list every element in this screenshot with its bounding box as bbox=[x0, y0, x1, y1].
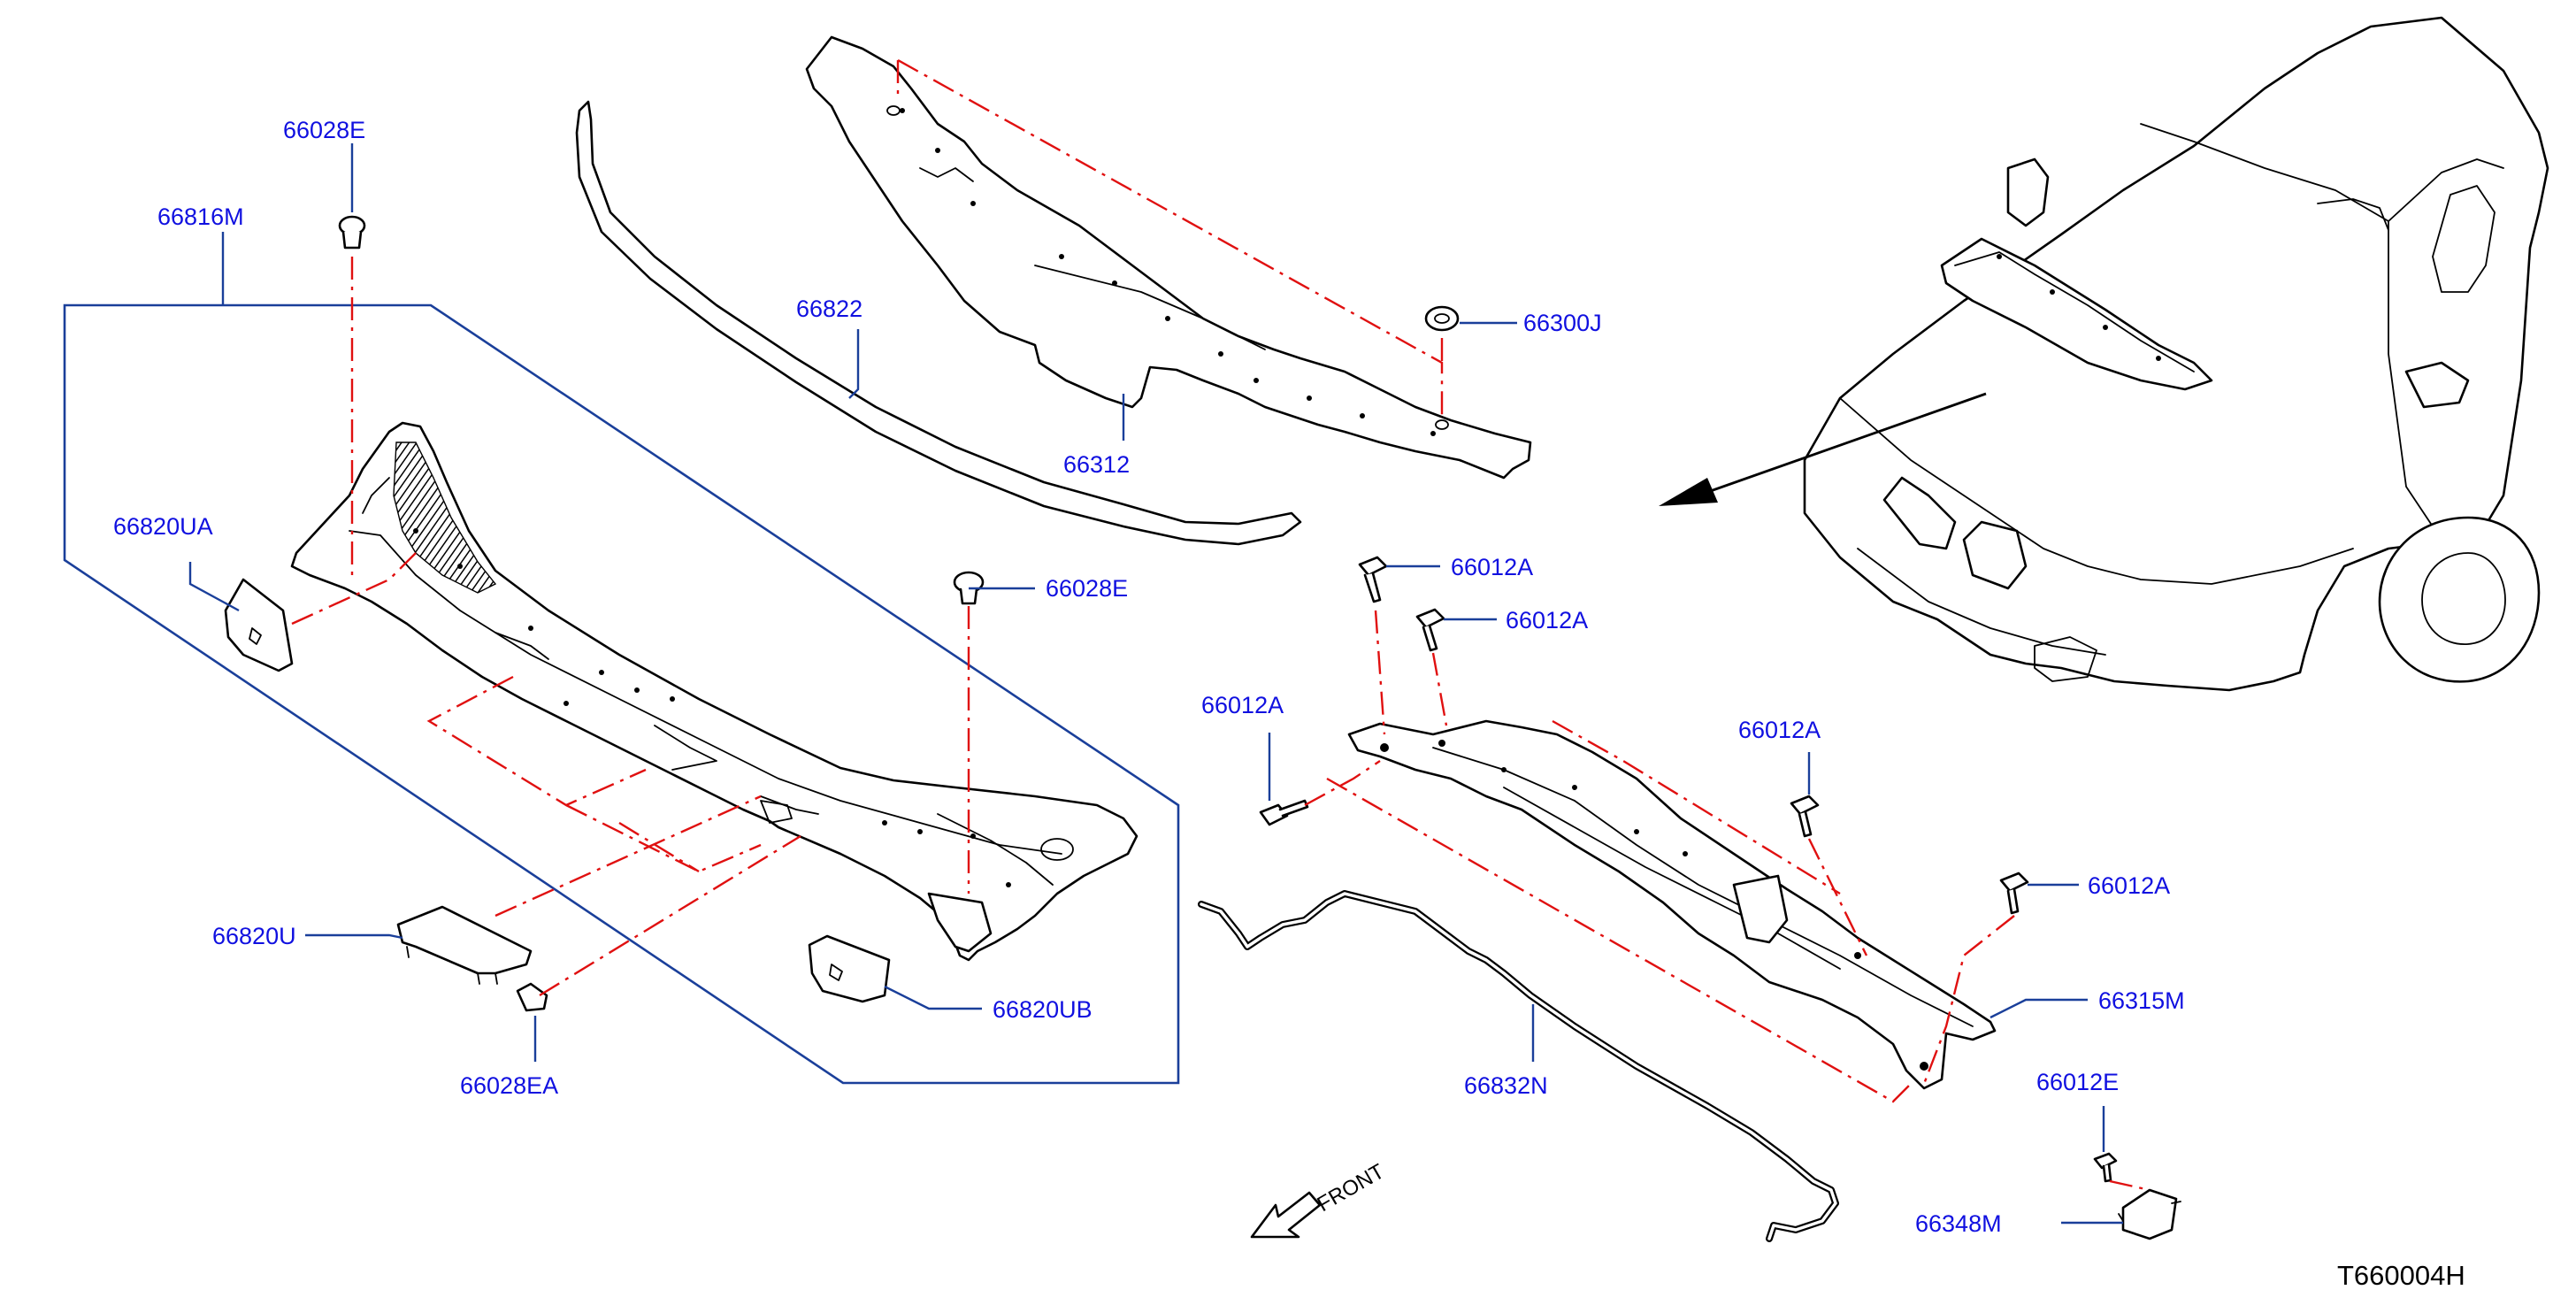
label-66028E-mid: 66028E bbox=[1046, 575, 1128, 602]
weather-strip-66822 bbox=[575, 100, 1302, 546]
bolt-66012A-2 bbox=[1415, 608, 1445, 652]
label-66348M: 66348M bbox=[1915, 1210, 2002, 1237]
cowl-bracket-66315M bbox=[1347, 719, 1997, 1090]
label-66012A-3: 66012A bbox=[1201, 692, 1284, 718]
diagram-reference-code: T660004H bbox=[2337, 1260, 2465, 1291]
bolt-66012A-4 bbox=[1790, 795, 1820, 838]
bolt-66012E bbox=[2093, 1152, 2118, 1183]
part-labels: 66028E 66816M 66822 66312 66300J 66820UA… bbox=[113, 117, 2465, 1291]
label-66820UA: 66820UA bbox=[113, 513, 213, 540]
bracket-66820UA bbox=[224, 578, 294, 672]
leader-lines bbox=[188, 143, 2123, 1225]
label-66832N: 66832N bbox=[1464, 1072, 1548, 1099]
label-66300J: 66300J bbox=[1523, 310, 1602, 336]
vehicle-illustration bbox=[1803, 16, 2549, 692]
label-66028EA: 66028EA bbox=[460, 1072, 558, 1099]
bracket-66820U bbox=[396, 905, 533, 985]
label-66012A-2: 66012A bbox=[1506, 607, 1588, 633]
bolt-66012A-1 bbox=[1358, 556, 1388, 603]
bolt-66012A-5 bbox=[1999, 871, 2029, 915]
sensor-66348M bbox=[2118, 1188, 2181, 1240]
label-66315M: 66315M bbox=[2098, 987, 2185, 1014]
front-direction-indicator: FRONT bbox=[1250, 1159, 1389, 1239]
label-66012A-5: 66012A bbox=[2088, 872, 2170, 899]
label-66820UB: 66820UB bbox=[993, 996, 1092, 1023]
label-66822: 66822 bbox=[796, 296, 862, 322]
assembly-group-frame bbox=[63, 303, 1180, 1085]
seal-66312 bbox=[805, 35, 1532, 480]
clip-66028E-top bbox=[338, 215, 366, 250]
bolt-66012A-3 bbox=[1259, 799, 1309, 826]
label-66816M: 66816M bbox=[157, 203, 244, 230]
front-label: FRONT bbox=[1314, 1159, 1389, 1217]
label-66312: 66312 bbox=[1063, 451, 1130, 478]
label-66012A-4: 66012A bbox=[1738, 717, 1821, 743]
cowl-top-panel bbox=[290, 421, 1138, 962]
washer-hose-66832N bbox=[1198, 890, 1839, 1242]
label-66012A-1: 66012A bbox=[1451, 554, 1533, 580]
bracket-66820UB bbox=[808, 934, 891, 1003]
grommet-66300J bbox=[1424, 305, 1460, 332]
label-66028E-top: 66028E bbox=[283, 117, 365, 143]
clip-66028E-mid bbox=[953, 571, 985, 605]
clip-66028EA bbox=[516, 982, 548, 1012]
callout-arrow bbox=[1659, 392, 1987, 506]
assembly-lines bbox=[291, 58, 2150, 1192]
label-66012E: 66012E bbox=[2036, 1069, 2119, 1095]
label-66820U: 66820U bbox=[212, 923, 296, 949]
